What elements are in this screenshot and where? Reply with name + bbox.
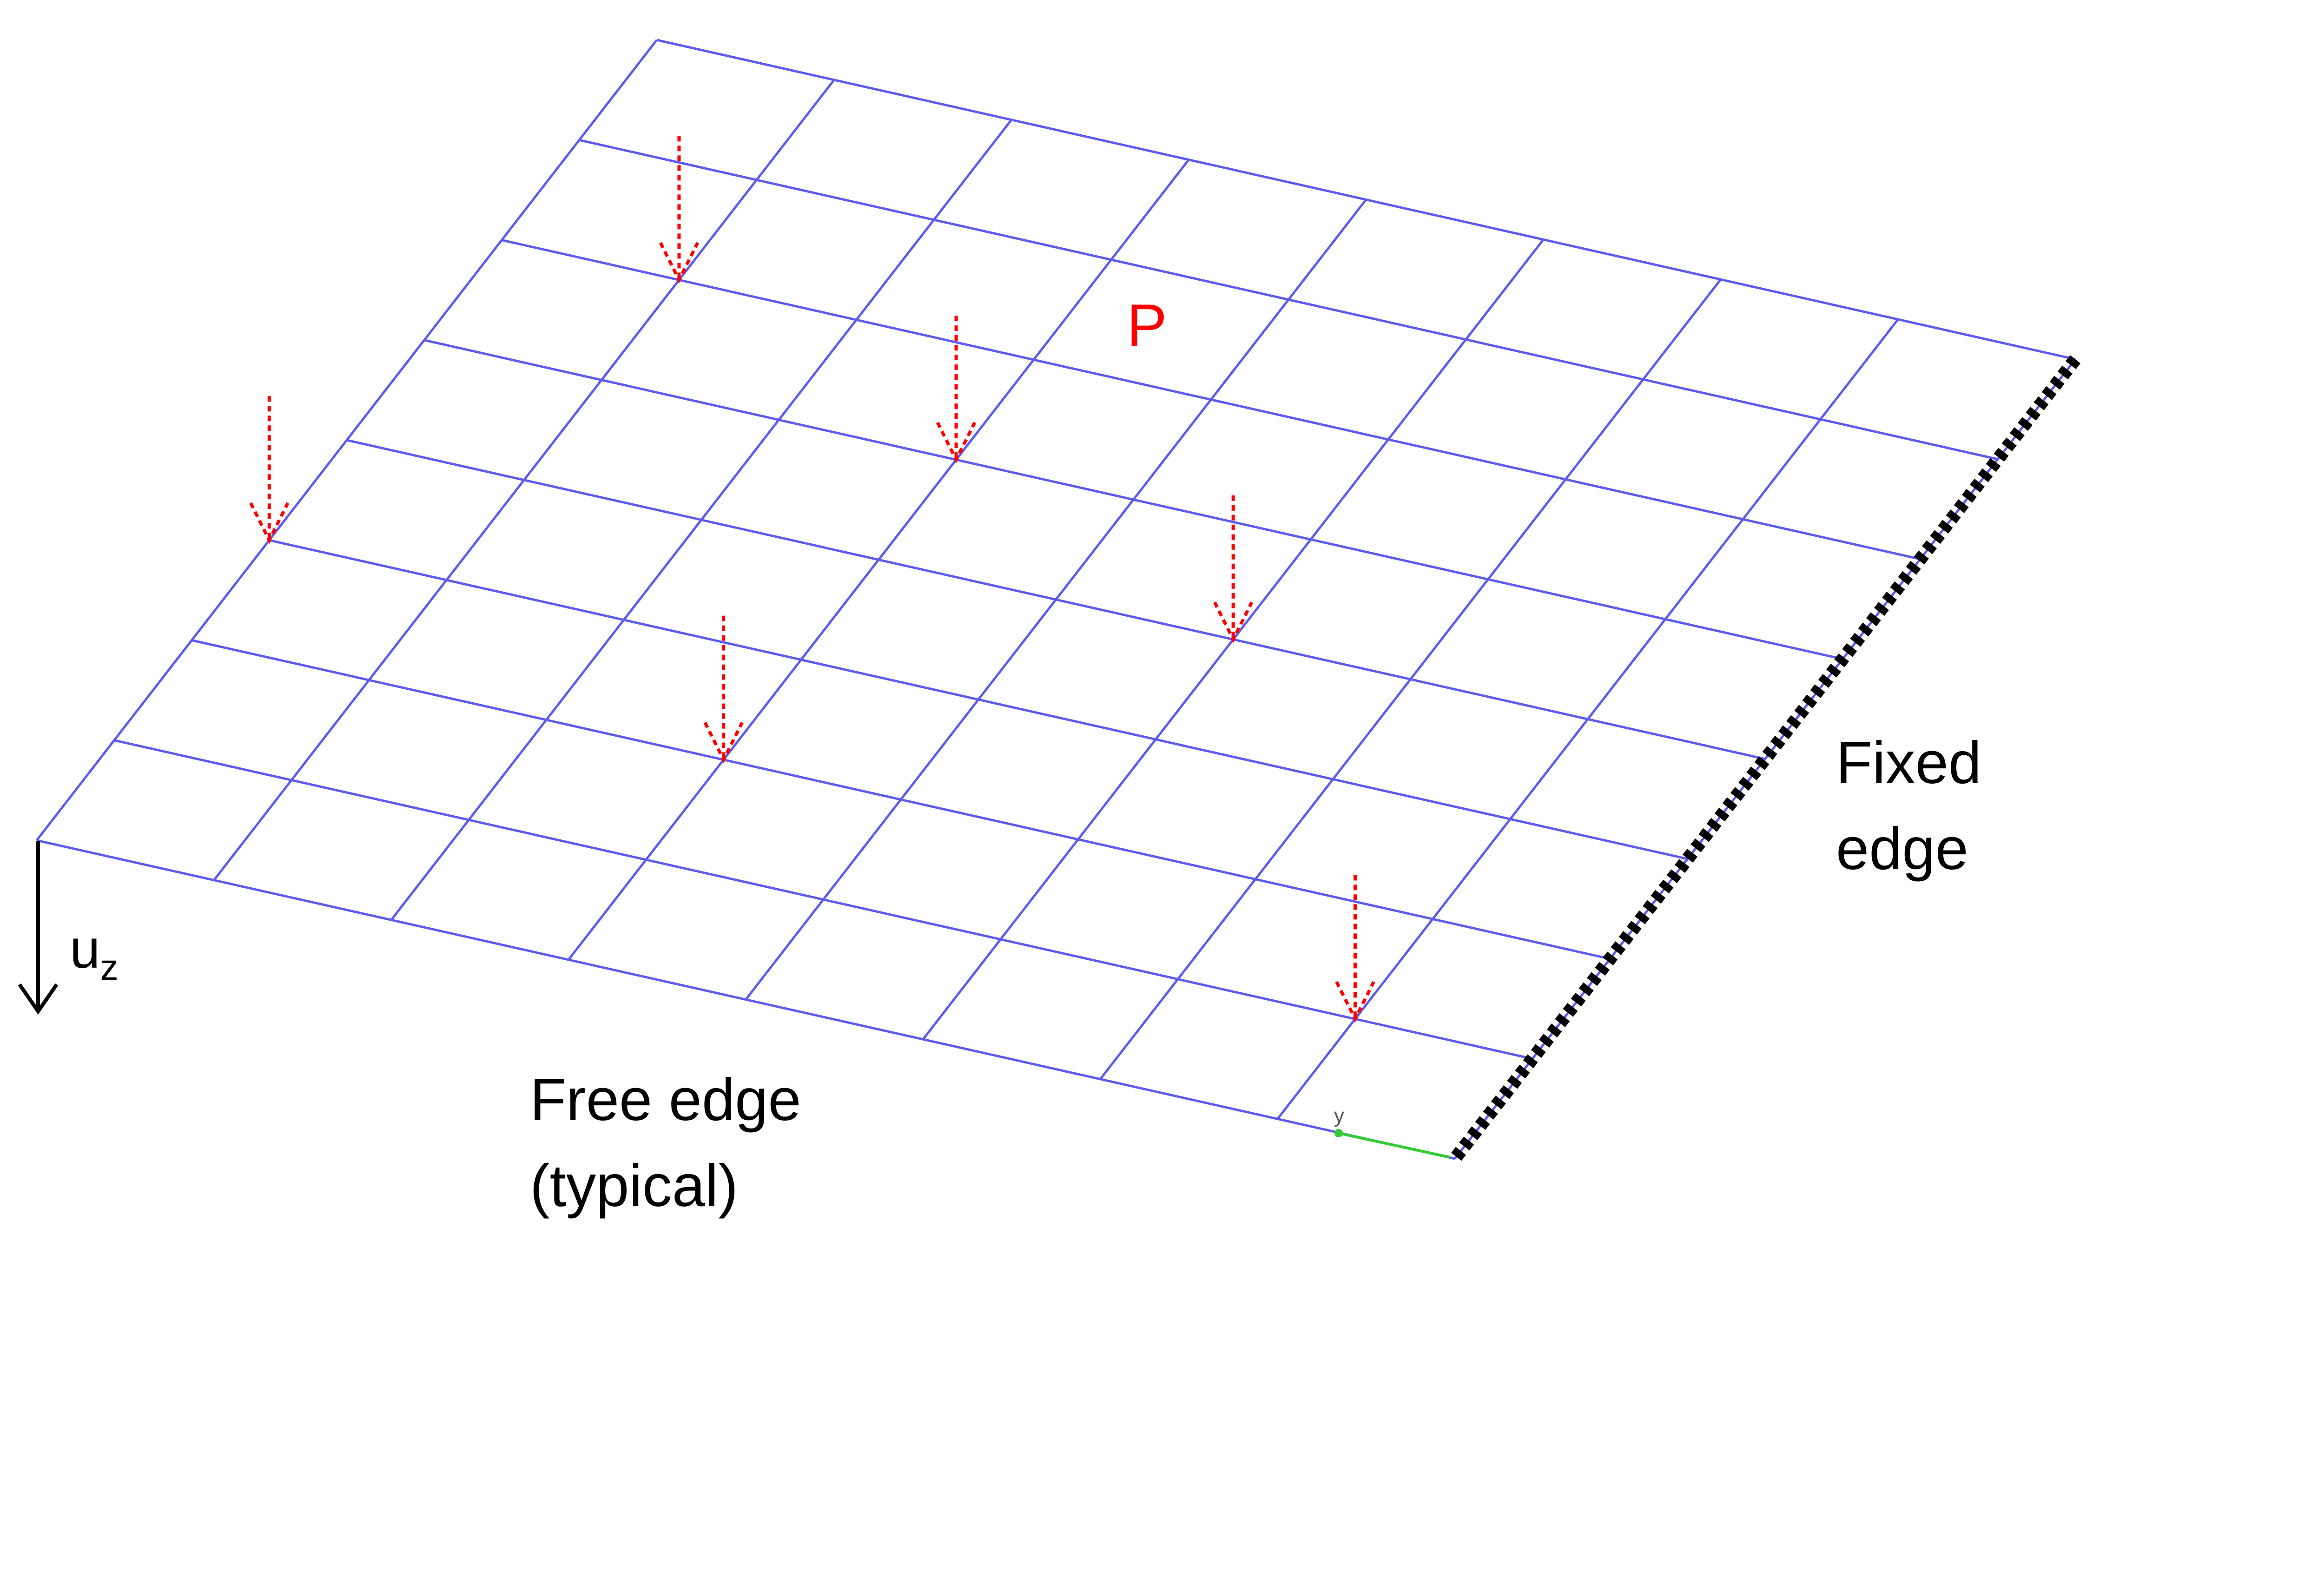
mesh-line [346,439,1766,760]
free-edge-label-line1: Free edge [530,1067,801,1133]
load-arrows [249,136,1375,1023]
load-arrow [703,615,744,764]
mesh-line [501,239,1921,561]
uz-indicator: uz [18,841,119,1015]
load-arrow [1335,875,1375,1023]
load-arrow [936,316,977,463]
fixed-edge-label-line1: Fixed [1836,730,1981,796]
mesh-line [579,139,1998,461]
mesh-line [191,639,1611,960]
mesh-line [114,739,1533,1060]
mesh-line [269,539,1688,860]
axis-y-label: y [1334,1104,1344,1127]
load-arrow [1213,495,1254,643]
load-label-p: P [1127,291,1167,359]
free-edge-label-line2: (typical) [530,1153,738,1219]
mesh-line [424,339,1843,660]
mesh-line [36,839,1455,1160]
plate-mesh [36,39,2076,1160]
y-axis-triad: y [1334,1104,1451,1159]
load-arrow [659,136,700,284]
mesh-line [656,39,2076,361]
load-arrow [249,396,290,544]
uz-label: uz [70,918,119,988]
fixed-edge-label-line2: edge [1836,816,1968,882]
